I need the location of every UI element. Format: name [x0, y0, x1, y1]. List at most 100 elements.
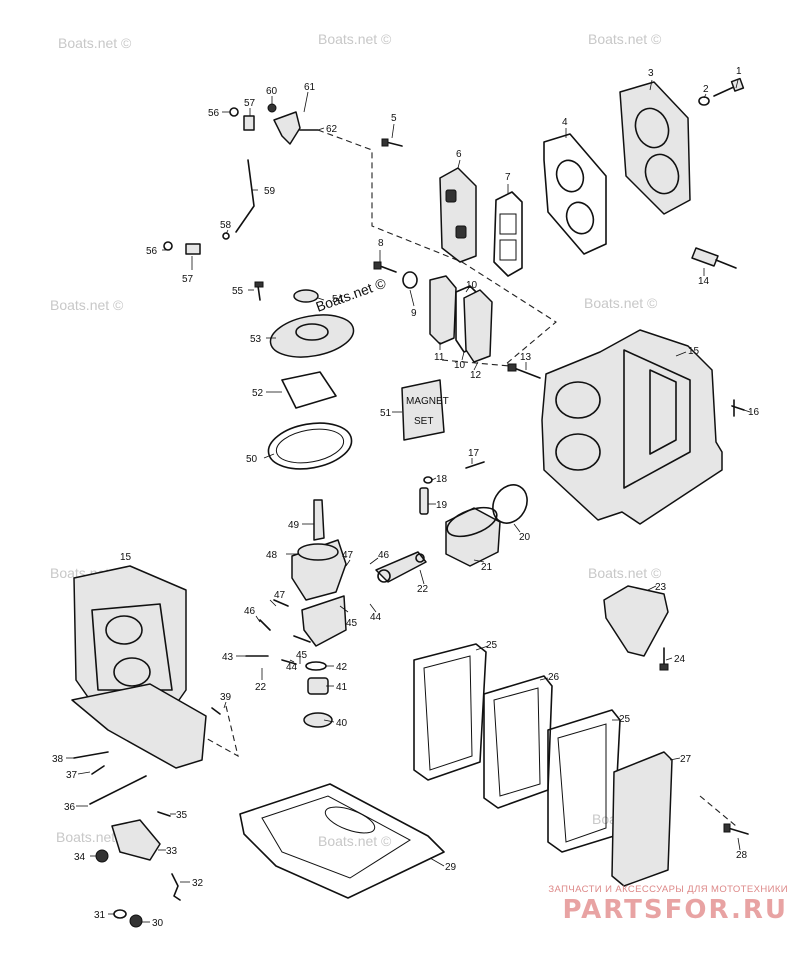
callout-38: 38: [52, 754, 64, 765]
part-clip-37: [91, 765, 105, 775]
part-piston-pin-19: [419, 487, 429, 515]
callout-9: 9: [411, 308, 417, 319]
watermark: Boats.net ©: [318, 833, 392, 849]
part-cover-23: [603, 585, 669, 657]
callout-22-right: 22: [417, 584, 429, 595]
callout-25-lower: 25: [619, 714, 631, 725]
callout-56-lower: 56: [146, 246, 158, 257]
part-washer-2: [698, 96, 710, 106]
callout-32: 32: [192, 878, 204, 889]
callout-56-upper: 56: [208, 108, 220, 119]
callout-5: 5: [391, 113, 397, 124]
callout-18: 18: [436, 474, 448, 485]
part-clip-56-upper: [229, 107, 239, 117]
callout-58: 58: [220, 220, 232, 231]
part-base-gasket-29: [239, 783, 445, 899]
part-bracket-33: [111, 819, 161, 861]
part-washer-31: [113, 909, 127, 919]
part-gasket-52: [281, 371, 337, 409]
callout-50: 50: [246, 454, 258, 465]
magnet-label-line1: MAGNET: [406, 396, 449, 407]
callout-55: 55: [232, 286, 244, 297]
watermark: Boats.net ©: [50, 297, 124, 313]
callout-39: 39: [220, 692, 232, 703]
callout-40: 40: [336, 718, 348, 729]
callout-48: 48: [266, 550, 278, 561]
part-screw-35: [157, 811, 171, 817]
part-nut-60: [267, 103, 277, 113]
watermark: Boats.net ©: [588, 31, 662, 47]
part-pin-17: [465, 461, 485, 469]
part-reed-block-12: [463, 289, 493, 363]
part-crankcase-15-left: [71, 565, 207, 769]
callout-14: 14: [698, 276, 710, 287]
magnet-label-line2: SET: [414, 416, 433, 427]
part-bearing-40: [303, 712, 333, 728]
callout-46-left: 46: [244, 606, 256, 617]
callout-6: 6: [456, 149, 462, 160]
part-bolt-13: [507, 363, 541, 379]
callout-34: 34: [74, 852, 86, 863]
callout-21: 21: [481, 562, 493, 573]
callout-4: 4: [562, 117, 568, 128]
part-piston-21: [445, 506, 501, 567]
callout-10-lower: 10: [454, 360, 466, 371]
part-spring-32: [171, 873, 181, 901]
part-nut-30: [129, 914, 143, 928]
part-crankshaft-49: [291, 499, 347, 647]
part-clip-58: [222, 232, 230, 240]
callout-45-right: 45: [346, 618, 358, 629]
callout-12: 12: [470, 370, 482, 381]
brand-logo-text: PARTSFOR.RU: [562, 895, 788, 925]
callout-26: 26: [548, 672, 560, 683]
callout-52: 52: [252, 388, 264, 399]
callout-numbers: 1 2 3 4 5 6 7 8 9 10 11 10 12 13 14 15 1…: [52, 66, 760, 929]
callout-31: 31: [94, 910, 106, 921]
part-bolt-38: [73, 751, 109, 759]
callout-46-right: 46: [378, 550, 390, 561]
callout-29: 29: [445, 862, 457, 873]
part-bearing-half-45: [293, 635, 311, 643]
part-bushing-54: [293, 289, 319, 303]
part-clip-18: [423, 476, 433, 484]
callout-8: 8: [378, 238, 384, 249]
watermark-dark: Boats.net ©: [314, 274, 389, 314]
callout-7: 7: [505, 172, 511, 183]
part-bolt-16: [731, 399, 745, 417]
callout-33: 33: [166, 846, 178, 857]
part-magnet-set-51: MAGNET SET: [401, 379, 449, 441]
watermark: Boats.net ©: [318, 31, 392, 47]
part-screw-39: [211, 707, 221, 715]
part-bearing-48: [297, 543, 339, 561]
callout-36: 36: [64, 802, 76, 813]
callout-44-right: 44: [370, 612, 382, 623]
callout-1: 1: [736, 66, 742, 77]
callout-leaders: [66, 79, 751, 923]
callout-43: 43: [222, 652, 234, 663]
part-spark-plug-14: [691, 247, 737, 269]
callout-3: 3: [648, 68, 654, 79]
part-screw-44: [281, 659, 297, 665]
callout-47-left: 47: [274, 590, 286, 601]
part-link-57-upper: [243, 115, 255, 131]
part-gasket-7: [493, 191, 523, 277]
callout-42: 42: [336, 662, 348, 673]
callout-15-right: 15: [688, 346, 700, 357]
callout-10-upper: 10: [466, 280, 478, 291]
callout-41: 41: [336, 682, 348, 693]
part-screw-8: [373, 261, 397, 273]
callout-54: 54: [332, 294, 344, 305]
watermark: Boats.net ©: [584, 295, 658, 311]
assembly-dashed-lines: [151, 129, 737, 827]
part-grommet-34: [95, 849, 109, 863]
part-plate-26: [483, 675, 553, 809]
part-plate-27: [611, 751, 673, 887]
callout-30: 30: [152, 918, 164, 929]
part-rod-59: [235, 159, 255, 233]
part-rod-36: [89, 775, 147, 805]
part-screw-28: [723, 823, 749, 835]
watermarks: Boats.net © Boats.net © Boats.net © Boat…: [50, 31, 666, 849]
part-bearing-47: [273, 599, 289, 607]
part-cylinder-head-cover-3: [619, 81, 691, 215]
